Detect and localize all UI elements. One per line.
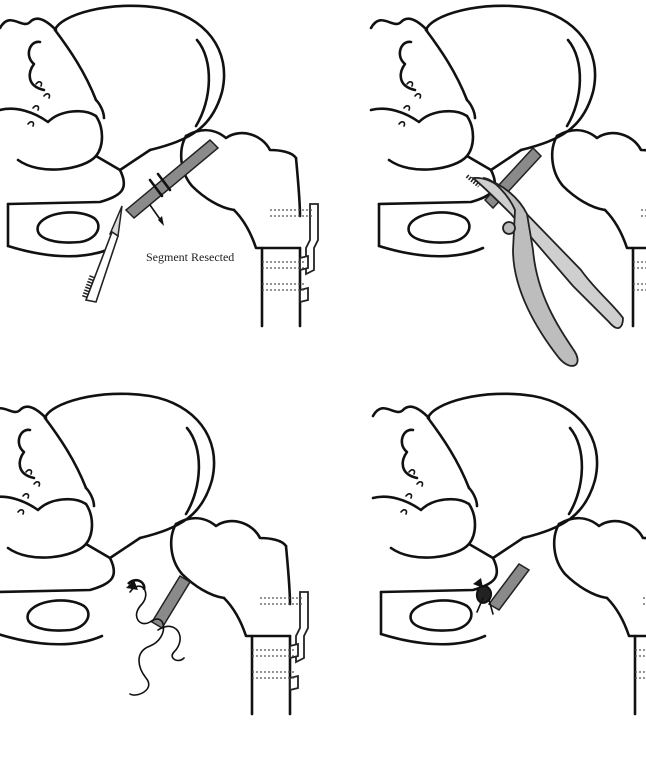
graft-segment [126, 140, 218, 218]
panel-suture [0, 378, 323, 757]
graft-segment [152, 576, 190, 628]
segment-resected-label: Segment Resected [146, 250, 234, 265]
arrow-icon [150, 205, 164, 226]
panel-clamp [323, 0, 646, 378]
panel-resection: Segment Resected [0, 0, 323, 378]
panel-tied [323, 378, 646, 757]
graft-segment [489, 564, 529, 610]
